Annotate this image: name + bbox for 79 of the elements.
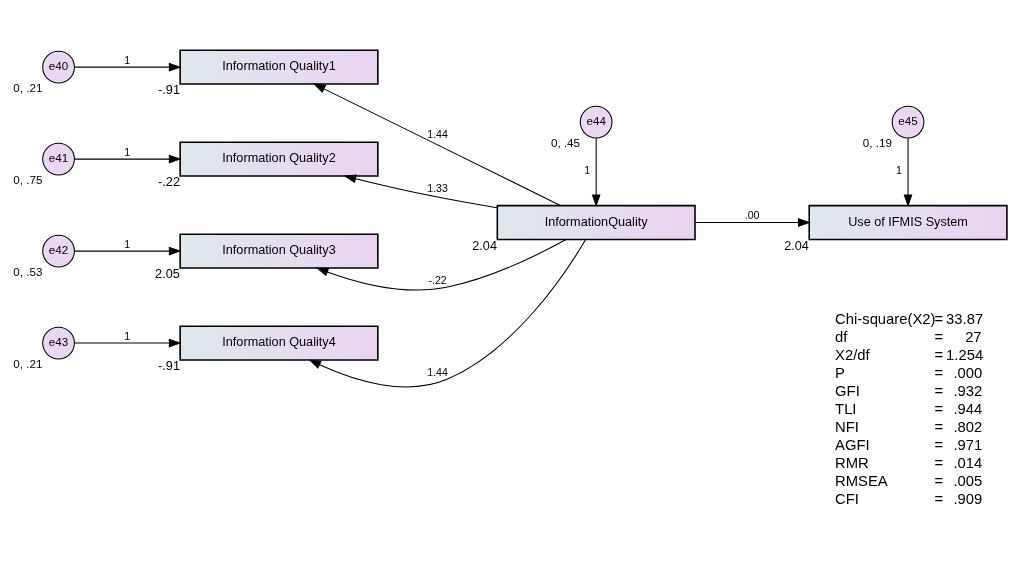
label: 1.254	[946, 347, 984, 364]
node-label: 0, .21	[13, 357, 43, 371]
label: =	[934, 347, 944, 364]
edge-label: 1	[124, 145, 131, 158]
node-box: Information Quality1	[179, 49, 379, 85]
arrow	[74, 246, 182, 256]
node-label: 0, .75	[13, 173, 43, 187]
label: TLI	[835, 401, 857, 418]
node-label: 2.04	[472, 238, 497, 253]
node-circle: e40	[42, 50, 75, 84]
edge-label: 1	[124, 329, 131, 342]
label: Chi-square(X2)	[835, 311, 936, 328]
arrow	[315, 239, 567, 291]
node-label: 2.05	[155, 267, 180, 282]
label: X2/df	[835, 347, 870, 364]
label: RMSEA	[835, 473, 888, 490]
label: =	[934, 455, 944, 472]
edge-label: .00	[744, 209, 760, 222]
edge-label: -.22	[428, 273, 447, 286]
label: .005	[953, 473, 983, 490]
node-box: InformationQuality	[496, 204, 696, 241]
label: NFI	[835, 419, 859, 436]
label: df	[835, 329, 848, 346]
arrow	[903, 137, 913, 208]
node-box: Information Quality4	[179, 325, 379, 361]
edge-label: 1.44	[427, 365, 448, 378]
node-circle: e45	[891, 105, 925, 139]
label: GFI	[835, 383, 860, 400]
node-circle: e42	[42, 234, 75, 268]
label: AGFI	[835, 437, 870, 454]
label: .014	[953, 455, 983, 472]
label: =	[934, 473, 944, 490]
label: .802	[953, 419, 983, 436]
node-circle: e41	[42, 142, 75, 176]
node-label: -.22	[158, 175, 180, 190]
label: .932	[953, 383, 983, 400]
label: CFI	[835, 491, 859, 507]
label: =	[934, 329, 944, 346]
node-label: 0, .53	[13, 265, 43, 279]
arrow	[591, 137, 601, 208]
arrow	[74, 62, 182, 72]
label: 33.87	[946, 311, 984, 328]
arrow	[308, 239, 587, 388]
label: =	[934, 401, 944, 418]
node-box: Information Quality3	[179, 233, 379, 269]
node-label: 0, .21	[13, 81, 43, 95]
label: .944	[953, 401, 983, 418]
arrow	[694, 218, 811, 227]
label: =	[934, 437, 944, 454]
label: =	[934, 491, 944, 507]
arrow	[74, 338, 182, 348]
edge-label: 1	[584, 164, 591, 177]
label: 27	[965, 329, 982, 346]
arrow	[74, 154, 182, 164]
label: P	[835, 365, 845, 382]
arrow	[312, 83, 561, 206]
label: .000	[953, 365, 983, 382]
node-label: -.91	[158, 83, 180, 98]
label: =	[934, 419, 944, 436]
edge-label: 1.33	[427, 181, 448, 194]
label: =	[934, 311, 944, 328]
node-label: -.91	[158, 359, 180, 374]
node-box: Use of IFMIS System	[808, 204, 1008, 241]
node-box: Information Quality2	[179, 141, 379, 177]
label: =	[934, 383, 944, 400]
node-circle: e43	[42, 326, 75, 360]
edge-label: 1	[896, 164, 902, 177]
edge-label: 1.44	[427, 127, 448, 140]
label: =	[934, 365, 944, 382]
arrow	[343, 174, 498, 209]
edge-label: 1	[124, 53, 131, 66]
label: .909	[953, 491, 983, 507]
edge-label: 1	[124, 237, 131, 250]
node-circle: e44	[579, 105, 613, 139]
node-label: 0, .45	[550, 136, 581, 150]
node-label: 0, .19	[862, 136, 892, 150]
label: RMR	[835, 455, 869, 472]
node-label: 2.04	[784, 238, 809, 253]
label: .971	[953, 437, 983, 454]
